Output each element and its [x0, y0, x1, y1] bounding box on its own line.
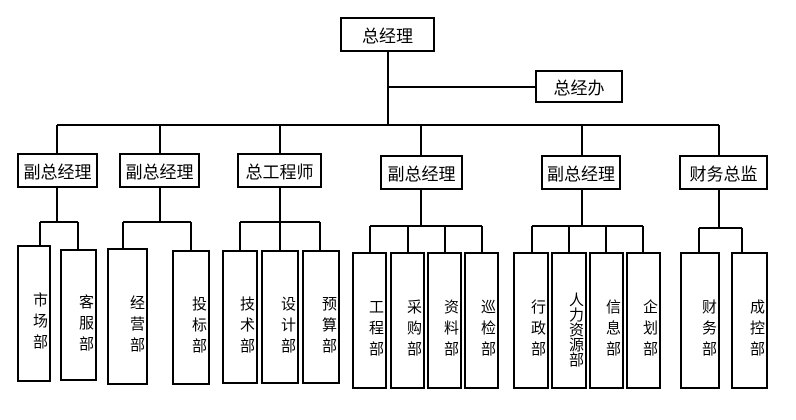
node-level2-6: 财务总监 — [679, 155, 768, 190]
node-dept-4-1: 工程部 — [352, 252, 387, 389]
node-dept-3-3: 预算部 — [302, 250, 340, 384]
node-dept-3-2: 设计部 — [261, 250, 299, 384]
node-dept-5-2: 人力资源部 — [551, 252, 587, 389]
node-level2-1: 副总经理 — [17, 153, 98, 188]
node-dept-5-4: 企划部 — [626, 252, 661, 389]
node-dept-4-3: 资料部 — [427, 252, 462, 389]
node-dept-6-1: 财务部 — [680, 252, 720, 389]
node-dept-2-2: 投标部 — [172, 250, 210, 385]
node-dept-4-2: 采购部 — [390, 252, 425, 389]
node-level2-4: 副总经理 — [380, 155, 463, 190]
node-gm-office: 总经办 — [535, 70, 623, 103]
node-dept-4-4: 巡检部 — [464, 252, 499, 389]
node-level2-2: 副总经理 — [119, 153, 200, 188]
node-dept-1-1: 市场部 — [17, 245, 51, 382]
node-dept-2-1: 经营部 — [107, 248, 148, 385]
node-dept-5-1: 行政部 — [513, 252, 549, 389]
node-level2-5: 副总经理 — [541, 155, 621, 190]
node-dept-3-1: 技术部 — [222, 250, 258, 384]
node-dept-5-3: 信息部 — [589, 252, 624, 389]
node-dept-6-2: 成控部 — [731, 252, 768, 389]
node-dept-1-2: 客服部 — [60, 249, 97, 381]
node-level2-3: 总工程师 — [237, 153, 322, 188]
node-general-manager: 总经理 — [340, 17, 435, 52]
